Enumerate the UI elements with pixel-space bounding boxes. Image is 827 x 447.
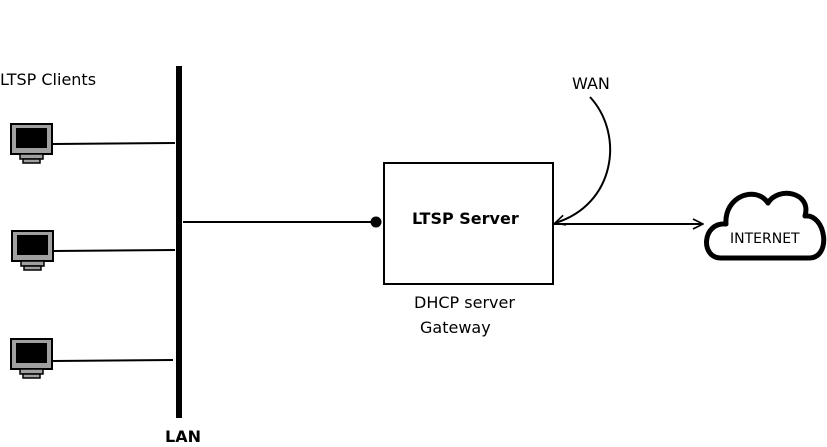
client-link-2 <box>53 249 176 252</box>
wan-curve-arrow <box>555 96 612 223</box>
ltsp-server-node: LTSP Server <box>383 162 554 285</box>
computer-monitor-icon <box>10 123 53 164</box>
server-label: LTSP Server <box>412 209 519 228</box>
client-computer-1 <box>10 123 176 164</box>
computer-monitor-icon <box>10 338 53 379</box>
server-box <box>383 162 554 285</box>
client-link-3 <box>52 359 174 362</box>
lan-label: LAN <box>165 427 201 446</box>
cloud-icon <box>704 190 827 261</box>
server-port-dot <box>370 216 382 228</box>
clients-label: LTSP Clients <box>0 70 96 89</box>
client-computer-3 <box>10 338 174 379</box>
client-computer-2 <box>11 230 176 271</box>
server-role-gateway: Gateway <box>420 318 491 337</box>
wan-label: WAN <box>572 74 610 93</box>
internet-label: INTERNET <box>730 231 800 247</box>
client-link-1 <box>52 142 176 145</box>
computer-monitor-icon <box>11 230 54 271</box>
server-role-dhcp: DHCP server <box>414 293 515 312</box>
internet-node: INTERNET <box>704 190 827 261</box>
